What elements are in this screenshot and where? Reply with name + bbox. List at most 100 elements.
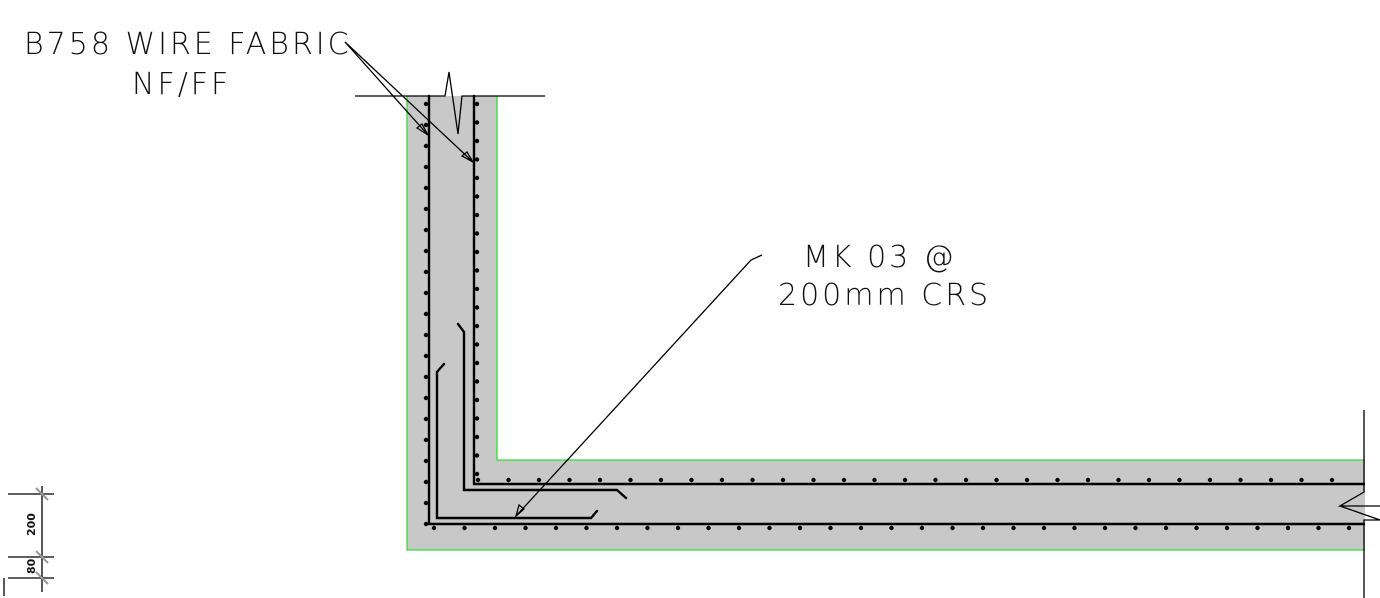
rebar-dot bbox=[597, 477, 603, 483]
fabric-nf-bar bbox=[472, 94, 1366, 486]
rebar-dot bbox=[423, 332, 429, 338]
rebar-dot bbox=[736, 525, 742, 531]
rebar-dot bbox=[1102, 525, 1108, 531]
rebar-dot bbox=[423, 416, 429, 422]
rebar-dot bbox=[1116, 477, 1121, 483]
rebar-dot bbox=[797, 525, 803, 531]
rebar-dot bbox=[567, 477, 572, 483]
rebar-dot bbox=[523, 525, 528, 531]
rebar-dot bbox=[1224, 525, 1230, 531]
concrete-section bbox=[407, 96, 1365, 550]
rebar-dot bbox=[474, 194, 480, 199]
rebar-dot bbox=[423, 248, 429, 254]
rebar-dot bbox=[828, 525, 833, 531]
rebar-dot bbox=[474, 471, 480, 477]
rebar-dot bbox=[431, 525, 437, 531]
rebar-dot bbox=[1072, 525, 1077, 531]
rebar-dot bbox=[536, 477, 542, 483]
rebar-dot bbox=[474, 323, 480, 329]
rebar-dot bbox=[553, 525, 559, 531]
rebar-dot bbox=[474, 212, 480, 218]
right-break-line bbox=[1337, 410, 1380, 598]
rebar-dot bbox=[423, 143, 429, 149]
rebar-dot bbox=[423, 227, 429, 233]
dimension-200-label: 200 bbox=[25, 513, 38, 536]
rebar-dot bbox=[492, 525, 498, 531]
rebar-dot bbox=[675, 525, 681, 531]
rebar-dot bbox=[1041, 525, 1047, 531]
rebar-dot bbox=[1329, 477, 1335, 483]
rebar-dot bbox=[474, 397, 480, 403]
rebar-dot bbox=[780, 477, 786, 483]
rebar-dot bbox=[658, 477, 664, 483]
mk03-bar-outer bbox=[435, 362, 599, 520]
rebar-dot bbox=[423, 101, 429, 107]
rebar-dot bbox=[933, 477, 938, 483]
rebar-dot bbox=[645, 525, 650, 531]
wire-fabric-leader bbox=[344, 41, 475, 164]
rebar-dot bbox=[1207, 477, 1213, 483]
rebar-dot bbox=[474, 305, 480, 310]
rebar-dot bbox=[474, 157, 480, 162]
rebar-dot bbox=[719, 477, 725, 483]
rebar-dot bbox=[474, 175, 480, 181]
rebar-dot bbox=[474, 120, 480, 125]
rebar-dot bbox=[506, 477, 511, 483]
rebar-dot bbox=[628, 477, 633, 483]
rebar-dot bbox=[423, 521, 429, 527]
rebar-dot bbox=[689, 477, 694, 483]
rebar-dot bbox=[889, 525, 894, 531]
rebar-dot bbox=[474, 268, 480, 273]
rebar-dot bbox=[1299, 477, 1304, 483]
mk03-leader bbox=[514, 254, 763, 518]
rebar-dot bbox=[1024, 477, 1030, 483]
rebar-dot bbox=[1011, 525, 1016, 531]
rebar-dot bbox=[1268, 477, 1274, 483]
rebar-dot bbox=[1163, 525, 1169, 531]
rebar-dot bbox=[1285, 525, 1291, 531]
wire-fabric-label: B758 WIRE FABRIC bbox=[24, 27, 352, 62]
rebar-dot bbox=[1194, 525, 1199, 531]
rebar-dot bbox=[423, 269, 429, 275]
rebar-dot bbox=[950, 525, 955, 531]
rebar-dot bbox=[1316, 525, 1321, 531]
rebar-dot bbox=[474, 231, 480, 236]
rebar-dot bbox=[423, 479, 429, 485]
rebar-dot bbox=[474, 342, 480, 347]
dimension-80-label: 80 bbox=[25, 558, 38, 574]
rebar-dot bbox=[1146, 477, 1152, 483]
rebar-dot bbox=[474, 138, 480, 144]
rebar-dot bbox=[423, 374, 429, 380]
rebar-dot bbox=[423, 437, 429, 443]
rebar-dot bbox=[1055, 477, 1060, 483]
rebar-dot bbox=[872, 477, 877, 483]
rebar-dot bbox=[1177, 477, 1182, 483]
rebar-dot bbox=[841, 477, 847, 483]
rebar-dots-slab bbox=[431, 477, 1352, 531]
mk03-label: MK 03 @ bbox=[803, 240, 957, 275]
rebar-dot bbox=[1133, 525, 1138, 531]
rebar-dot bbox=[423, 206, 429, 212]
rebar-dot bbox=[474, 286, 480, 292]
rebar-dot bbox=[423, 458, 429, 464]
rebar-dot bbox=[1346, 525, 1352, 531]
rebar-dot bbox=[767, 525, 772, 531]
rebar-dot bbox=[462, 525, 467, 531]
rebar-dot bbox=[1255, 525, 1260, 531]
rebar-dot bbox=[474, 416, 480, 421]
rebar-dot bbox=[423, 500, 429, 506]
rebar-dot bbox=[750, 477, 755, 483]
rebar-dot bbox=[614, 525, 620, 531]
fabric-ff-bar bbox=[427, 94, 1366, 526]
rebar-dot bbox=[423, 395, 429, 401]
rebar-dot bbox=[858, 525, 864, 531]
rebar-dot bbox=[902, 477, 908, 483]
mk03-bar-inner bbox=[456, 322, 628, 500]
rebar-dot bbox=[474, 379, 480, 384]
rebar-dot bbox=[475, 477, 481, 483]
wire-fabric-sublabel: NF/FF bbox=[132, 67, 231, 102]
concrete-outline bbox=[406, 96, 1365, 551]
rebar-dot bbox=[423, 164, 429, 170]
rebar-dot bbox=[994, 477, 999, 483]
scale-dimension: 200 80 bbox=[3, 486, 54, 596]
